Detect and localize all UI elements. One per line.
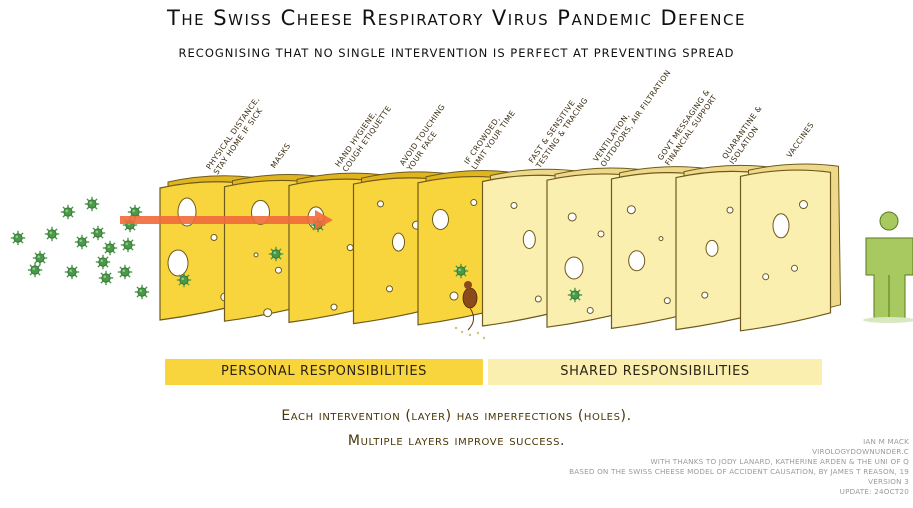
layer-label-4: AVOID TOUCHINGYOUR FACE xyxy=(397,102,454,173)
cheese-hole xyxy=(727,207,733,213)
cheese-hole xyxy=(331,304,337,310)
cheese-hole xyxy=(393,233,405,251)
layer-label-9: QUARANTINE &ISOLATION xyxy=(720,104,771,166)
cheese-hole xyxy=(702,292,708,298)
cheese-hole xyxy=(587,307,593,313)
virus-icon xyxy=(177,273,191,287)
cheese-hole xyxy=(387,286,393,292)
cheese-hole xyxy=(211,235,217,241)
layer-label-8: GOVT MESSAGING &FINANCIAL SUPPORT xyxy=(656,88,719,168)
virus-icon xyxy=(96,255,110,269)
layer-label-line-2: FINANCIAL SUPPORT xyxy=(663,93,719,167)
cheese-hole xyxy=(347,245,353,251)
virus-icon xyxy=(85,197,99,211)
cheese-hole xyxy=(664,298,670,304)
virus-icon xyxy=(99,271,113,285)
virus-icon xyxy=(91,226,105,240)
cheese-hole xyxy=(598,231,604,237)
cheese-hole xyxy=(800,201,808,209)
virus-icon xyxy=(65,265,79,279)
cheese-hole xyxy=(565,257,583,279)
cheese-hole xyxy=(629,251,645,271)
layer-label-line-2: TESTING & TRACING xyxy=(534,96,590,171)
credits: Ian M Mack virologydownunder.c With than… xyxy=(569,437,909,497)
cheese-hole xyxy=(627,206,635,214)
credit-author: Ian M Mack xyxy=(569,437,909,447)
cheese-hole xyxy=(254,253,258,257)
layer-label-line-1: GOVT MESSAGING & xyxy=(656,88,712,162)
cheese-hole xyxy=(523,231,535,249)
cheese-hole xyxy=(433,210,449,230)
layer-label-5: IF CROWDED,LIMIT YOUR TIME xyxy=(462,103,517,171)
virus-icon xyxy=(454,264,468,278)
layer-label-10: VACCINES xyxy=(785,121,816,160)
shared-responsibilities-bar: Shared responsibilities xyxy=(488,359,822,385)
cheese-hole xyxy=(706,240,718,256)
virus-icon xyxy=(11,231,25,245)
virus-icon xyxy=(61,205,75,219)
virus-icon xyxy=(103,241,117,255)
cheese-hole xyxy=(471,200,477,206)
cheese-hole xyxy=(276,267,282,273)
caption-line-1: Each intervention (layer) has imperfecti… xyxy=(0,404,913,429)
cheese-hole xyxy=(773,214,789,238)
person-icon xyxy=(863,212,913,323)
virus-icon xyxy=(269,247,283,261)
cheese-hole xyxy=(659,237,663,241)
virus-icon xyxy=(75,235,89,249)
virus-icon xyxy=(135,285,149,299)
layer-label-2: MASKS xyxy=(269,141,293,169)
credit-based-on: Based on the Swiss cheese model of accid… xyxy=(569,467,909,477)
layer-label-3: HAND HYGIENE,COUGH ETIQUETTE xyxy=(333,99,393,174)
virus-icon xyxy=(568,288,582,302)
page-title: The Swiss Cheese Respiratory Virus Pande… xyxy=(0,6,913,30)
credit-version: Version 3 xyxy=(569,477,909,487)
cheese-hole xyxy=(568,213,576,221)
credit-thanks: With thanks to Jody Lanard, Katherine Ar… xyxy=(569,457,909,467)
cheese-hole xyxy=(168,250,188,276)
virus-icon xyxy=(28,263,42,277)
virus-icon xyxy=(121,238,135,252)
layer-label-6: FAST & SENSITIVETESTING & TRACING xyxy=(526,91,590,171)
cheese-slice-10 xyxy=(741,164,841,331)
virus-icon xyxy=(118,265,132,279)
credit-update: Update: 24Oct20 xyxy=(569,487,909,497)
cheese-hole xyxy=(378,201,384,207)
cheese-hole xyxy=(535,296,541,302)
virus-icon xyxy=(45,227,59,241)
cheese-hole xyxy=(511,203,517,209)
layer-label-line-1: PHYSICAL DISTANCE, xyxy=(204,95,261,171)
layer-label-line-1: MASKS xyxy=(269,141,293,169)
cheese-hole xyxy=(450,292,458,300)
personal-responsibilities-bar: Personal responsibilities xyxy=(165,359,483,385)
page-subtitle: Recognising that no single intervention … xyxy=(0,46,913,60)
cheese-hole xyxy=(792,265,798,271)
cheese-hole xyxy=(264,309,272,317)
cheese-slices xyxy=(160,164,841,331)
layer-label-1: PHYSICAL DISTANCE,STAY HOME IF SICK xyxy=(204,95,268,176)
layer-label-line-1: VACCINES xyxy=(785,121,816,160)
credit-site: virologydownunder.c xyxy=(569,447,909,457)
cheese-hole xyxy=(763,274,769,280)
